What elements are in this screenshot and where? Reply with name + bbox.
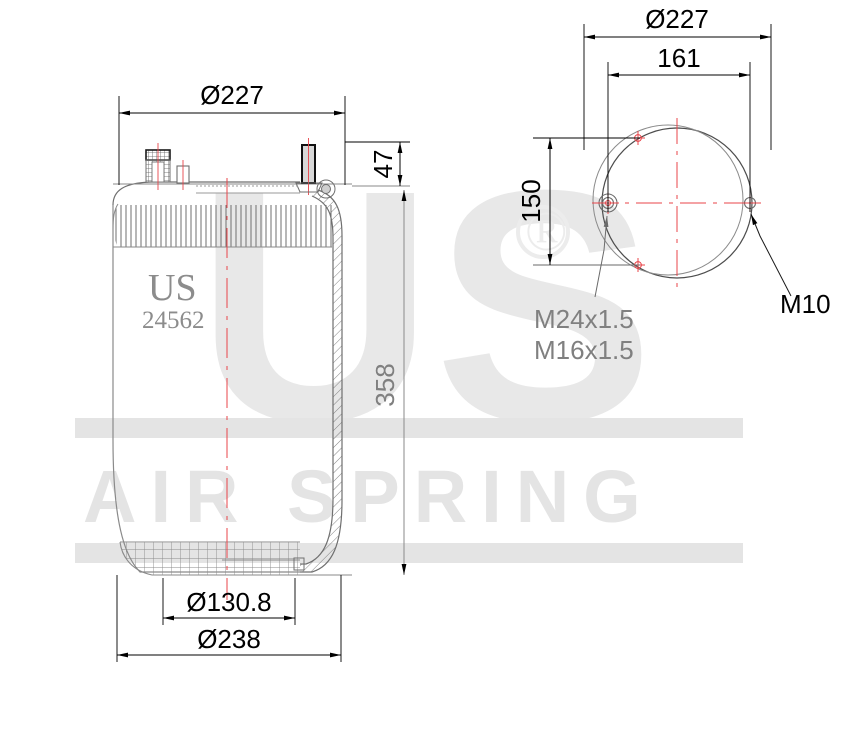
rubber-wall-section-hatch (300, 190, 342, 572)
plate-inner-circle (592, 124, 744, 276)
dim-bellows-height: 47 (345, 141, 410, 187)
crimp-bead (316, 179, 336, 199)
dim-bellows-height-label: 47 (368, 150, 398, 179)
callout-stud-leader-line (750, 213, 792, 297)
dim-bolt-offset-label: 150 (516, 179, 546, 222)
bag-inner-right-wall (300, 195, 334, 565)
cord-band-left-curve (112, 203, 119, 231)
brand-part-number-label: 24562 (142, 307, 205, 334)
dim-bolt-span: 161 (607, 43, 751, 212)
dim-overall-height-label: 358 (370, 363, 400, 406)
top-view-geometry: Ø227 161 150 M24x1.5 M16x1.5 (516, 4, 831, 365)
dim-plate-diameter-label: Ø227 (645, 4, 709, 34)
dim-top-diameter-label: Ø227 (200, 80, 264, 110)
hex-nut-fitting (145, 143, 171, 190)
dim-piston-diameter-label: Ø238 (197, 624, 261, 654)
front-view-geometry: Ø227 47 358 Ø130.8 (112, 80, 410, 662)
cord-band-hatch (114, 205, 332, 247)
dim-plate-diameter: Ø227 (583, 4, 772, 150)
bottom-fitting (293, 557, 305, 571)
callout-m10-label: M10 (780, 289, 831, 319)
callout-ports-leader-line (594, 215, 609, 298)
callout-m16-label: M16x1.5 (534, 335, 634, 365)
callout-leader-stud: M10 (750, 213, 831, 319)
brand-us-label: US (148, 267, 197, 309)
bag-outer-left-wall (112, 205, 300, 573)
bead-inner-circle (321, 184, 331, 194)
dim-bolt-offset: 150 (516, 137, 640, 266)
dim-bolt-span-label: 161 (657, 43, 700, 73)
callout-leader-ports: M24x1.5 M16x1.5 (534, 215, 634, 365)
dim-piston-bore-label: Ø130.8 (186, 587, 271, 617)
dim-piston-diameter: Ø238 (116, 575, 342, 662)
piston-grid-hatch (120, 542, 300, 575)
dim-piston-bore: Ø130.8 (162, 578, 296, 625)
watermark-airspring-text: AIR SPRING (83, 455, 655, 538)
small-plug-fitting (176, 160, 190, 190)
watermark-bar-top (75, 418, 743, 438)
dim-overall-height: 358 (370, 190, 407, 575)
registered-mark-circle (516, 205, 570, 259)
bead-outer-circle (316, 179, 336, 199)
m10-stud-fitting (295, 138, 323, 195)
callout-m24-label: M24x1.5 (534, 304, 634, 334)
piston-outline (119, 541, 300, 576)
dim-top-diameter: Ø227 (118, 80, 346, 185)
